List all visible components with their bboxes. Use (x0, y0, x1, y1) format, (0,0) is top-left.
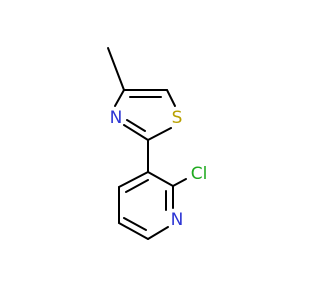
bond-n3-c4 (114, 89, 125, 107)
bond-methyl-c4 (107, 47, 125, 91)
bond-pyc6-pyc5-inner (123, 217, 147, 231)
atom-label-thiazole-nitrogen: N (110, 108, 123, 128)
bond-s-c2 (147, 127, 172, 141)
bond-c5-s (166, 89, 176, 107)
bond-c2-n3 (123, 124, 149, 141)
bond-pyc6-pyc5 (118, 222, 149, 240)
atom-label-chlorine: Cl (191, 164, 208, 184)
atom-label-sulfur: S (172, 108, 183, 128)
bond-pyc3-pyc2 (147, 171, 174, 187)
bond-pyn-pyc6 (147, 226, 169, 240)
molecule-diagram: S N Cl N (107, 47, 208, 240)
bond-pyc4-pyc3 (118, 171, 149, 188)
bond-c2-n3-inner (126, 119, 146, 132)
structure-canvas: S N Cl N (107, 47, 208, 240)
bond-pyc4-pyc3-inner (125, 179, 149, 193)
bond-pyc2-cl (172, 178, 187, 187)
atom-label-pyridine-nitrogen: N (171, 210, 184, 230)
